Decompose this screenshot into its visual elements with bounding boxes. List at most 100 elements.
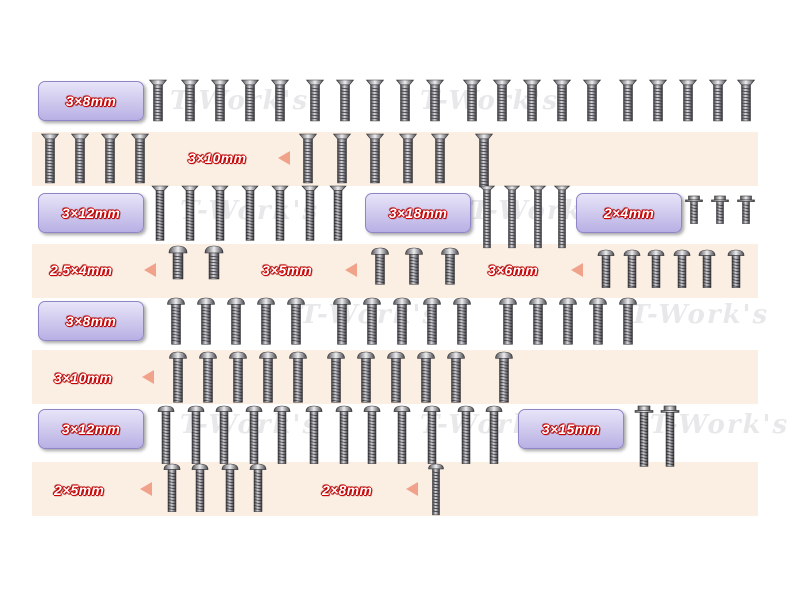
screw-btn-3x12-6 <box>305 405 323 464</box>
screw-cs-3x8-1 <box>148 79 168 122</box>
screw-cs-3x12-5 <box>271 185 289 241</box>
screw-btn-3x8a-3 <box>227 297 245 345</box>
screw-btn-3x8c-5 <box>619 297 637 345</box>
screw-cs-3x8-3 <box>210 79 230 122</box>
screw-cs-3x12b-2 <box>329 185 347 241</box>
screw-btn-3x8b-2 <box>363 297 381 345</box>
screw-btn-2x5-3 <box>221 463 239 512</box>
label-button-3x10: 3×10mm <box>54 370 113 386</box>
screw-btn-3x12-7 <box>335 405 353 464</box>
screw-cs-3x10b-4 <box>398 133 418 184</box>
screw-btn-3x10a-5 <box>289 351 307 403</box>
screw-cs-3x10b-3 <box>365 133 385 184</box>
arrow-button-3x5 <box>345 263 357 277</box>
label-countersunk-3x10: 3×10mm <box>188 150 247 166</box>
screw-btn-3x12-5 <box>273 405 291 464</box>
arrow-button-3x6 <box>571 263 583 277</box>
label-button-2x5: 2×5mm <box>54 482 105 498</box>
screw-fl-3x15-2 <box>660 405 680 467</box>
screw-btn-3x12-4 <box>245 405 263 464</box>
screw-btn-3x8c-2 <box>529 297 547 345</box>
screw-cs-3x8-10 <box>425 79 445 122</box>
screw-btn-3x8b-1 <box>333 297 351 345</box>
label-button-3x5: 3×5mm <box>262 262 313 278</box>
screw-cs-3x12-3 <box>211 185 229 241</box>
label-button-2-5x4: 2.5×4mm <box>50 262 113 278</box>
label-button-2x8: 2×8mm <box>322 482 373 498</box>
screw-cs-3x10a-3 <box>100 133 120 184</box>
screw-btn-3x8b-3 <box>393 297 411 345</box>
label-countersunk-3x8: 3×8mm <box>38 81 144 121</box>
screw-btn-3x12-1 <box>157 405 175 464</box>
screw-btn-3x6-5 <box>698 249 716 288</box>
screw-btn-3x8a-2 <box>197 297 215 345</box>
screw-cs-3x8-5 <box>270 79 290 122</box>
screw-btn-3x10c <box>495 351 513 403</box>
screw-cs-3x10c <box>474 133 494 188</box>
screw-btn-2-5x4-2 <box>204 245 224 280</box>
screw-btn-2x5-2 <box>191 463 209 512</box>
screw-cs-3x8-8 <box>365 79 385 122</box>
screw-cs-3x8-18 <box>678 79 698 122</box>
screw-btn-3x10b-4 <box>417 351 435 403</box>
label-button-3x12: 3×12mm <box>38 409 144 449</box>
screw-fl-2x4-1 <box>685 195 703 224</box>
screw-btn-3x5-2 <box>405 247 423 285</box>
screw-cs-3x12-1 <box>151 185 169 241</box>
screw-btn-3x10b-1 <box>327 351 345 403</box>
screw-cs-3x12-4 <box>241 185 259 241</box>
screw-cs-3x18-2 <box>503 185 521 249</box>
screw-cs-3x8-4 <box>240 79 260 122</box>
screw-fl-2x4-3 <box>737 195 755 224</box>
label-countersunk-3x18: 3×18mm <box>365 193 471 233</box>
screw-cs-3x12b-1 <box>301 185 319 241</box>
screw-btn-3x12-3 <box>215 405 233 464</box>
arrow-button-2-5x4 <box>144 263 156 277</box>
screw-btn-3x8a-4 <box>257 297 275 345</box>
screw-btn-3x8c-1 <box>499 297 517 345</box>
screw-btn-3x10b-2 <box>357 351 375 403</box>
screw-cs-3x10a-4 <box>130 133 150 184</box>
screw-btn-3x12-8 <box>363 405 381 464</box>
screw-cs-3x8-7 <box>335 79 355 122</box>
screw-cs-3x8-13 <box>522 79 542 122</box>
screw-btn-3x8b-5 <box>453 297 471 345</box>
arrow-countersunk-3x10 <box>278 151 290 165</box>
screw-btn-2x5-4 <box>249 463 267 512</box>
screw-cs-3x8-11 <box>462 79 482 122</box>
screw-cs-3x8-6 <box>305 79 325 122</box>
band-row-2 <box>32 132 758 186</box>
screw-btn-3x12b-1 <box>457 405 475 464</box>
screw-btn-3x10b-3 <box>387 351 405 403</box>
screw-cs-3x8-2 <box>180 79 200 122</box>
screw-btn-3x12-9 <box>393 405 411 464</box>
screw-btn-3x12b-2 <box>485 405 503 464</box>
screw-cs-3x18-3 <box>529 185 547 249</box>
band-row-8 <box>32 462 758 516</box>
screw-btn-3x6-4 <box>673 249 691 288</box>
screw-btn-2x8 <box>428 463 444 516</box>
screw-cs-3x18-4 <box>553 185 571 249</box>
screw-cs-3x8-17 <box>648 79 668 122</box>
screw-cs-3x8-12 <box>492 79 512 122</box>
screw-btn-3x10a-3 <box>229 351 247 403</box>
screw-cs-3x8-16 <box>618 79 638 122</box>
screw-btn-3x8a-5 <box>287 297 305 345</box>
screw-cs-3x8-20 <box>736 79 756 122</box>
screw-btn-3x12-2 <box>187 405 205 464</box>
screw-cs-3x18-1 <box>478 185 496 249</box>
screw-cs-3x10b-2 <box>332 133 352 184</box>
screw-btn-3x6-2 <box>623 249 641 288</box>
label-button-3x6: 3×6mm <box>488 262 539 278</box>
screw-btn-3x8c-4 <box>589 297 607 345</box>
screw-btn-3x8c-3 <box>559 297 577 345</box>
screw-btn-3x5-3 <box>441 247 459 285</box>
screw-cs-3x10a-2 <box>70 133 90 184</box>
label-flange-3x15: 3×15mm <box>518 409 624 449</box>
screw-cs-3x10b-5 <box>430 133 450 184</box>
screw-btn-2-5x4-1 <box>168 245 188 280</box>
screw-btn-3x5-1 <box>371 247 389 285</box>
screw-cs-3x8-9 <box>395 79 415 122</box>
label-countersunk-3x12: 3×12mm <box>38 193 144 233</box>
